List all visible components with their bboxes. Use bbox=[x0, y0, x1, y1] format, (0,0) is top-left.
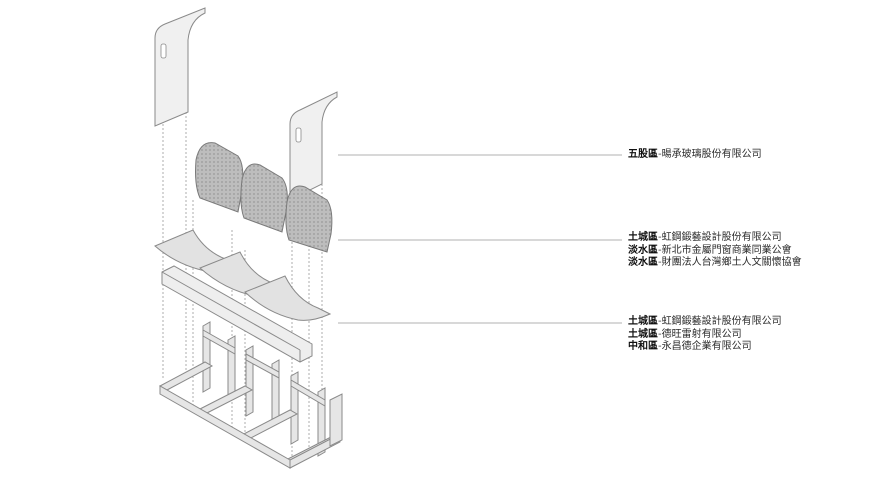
label-row: 土城區-虹鋼鍛藝設計股份有限公司 bbox=[628, 232, 802, 245]
backrest-panel-1 bbox=[154, 7, 206, 127]
district-name: 淡水區 bbox=[628, 244, 658, 256]
backrest-panel-2 bbox=[289, 91, 338, 201]
seat-support-rail bbox=[161, 265, 313, 363]
company-name: 德旺雷射有限公司 bbox=[661, 328, 742, 340]
district-name: 土城區 bbox=[628, 328, 658, 340]
separator: - bbox=[658, 232, 662, 243]
label-row: 土城區-德旺雷射有限公司 bbox=[628, 329, 782, 342]
company-name: 虹鋼鍛藝設計股份有限公司 bbox=[661, 232, 782, 243]
company-name: 永昌德企業有限公司 bbox=[661, 341, 752, 352]
company-name: 財團法人台灣鄉土人文關懷協會 bbox=[661, 257, 802, 268]
district-name: 土城區 bbox=[628, 316, 658, 327]
label-row: 五股區-暘承玻璃股份有限公司 bbox=[628, 149, 762, 162]
separator: - bbox=[658, 328, 662, 340]
separator: - bbox=[658, 257, 662, 268]
separator: - bbox=[658, 244, 662, 256]
label-group-shells: 土城區-虹鋼鍛藝設計股份有限公司 淡水區-新北市金屬門窗商業同業公會 淡水區-財… bbox=[628, 232, 802, 270]
label-row: 中和區-永昌德企業有限公司 bbox=[628, 341, 782, 354]
seat-pans bbox=[154, 229, 332, 321]
separator: - bbox=[658, 316, 662, 327]
company-name: 暘承玻璃股份有限公司 bbox=[661, 149, 762, 160]
district-name: 淡水區 bbox=[628, 257, 658, 268]
steel-frame bbox=[158, 321, 343, 469]
label-group-backrest: 五股區-暘承玻璃股份有限公司 bbox=[628, 149, 762, 162]
company-name: 新北市金屬門窗商業同業公會 bbox=[661, 244, 792, 256]
separator: - bbox=[658, 341, 662, 352]
district-name: 五股區 bbox=[628, 149, 658, 160]
seat-back-shells bbox=[195, 142, 333, 253]
label-row: 淡水區-新北市金屬門窗商業同業公會 bbox=[628, 245, 802, 258]
separator: - bbox=[658, 149, 662, 160]
district-name: 中和區 bbox=[628, 341, 658, 352]
label-row: 土城區-虹鋼鍛藝設計股份有限公司 bbox=[628, 316, 782, 329]
label-row: 淡水區-財團法人台灣鄉土人文關懷協會 bbox=[628, 257, 802, 270]
label-group-frame: 土城區-虹鋼鍛藝設計股份有限公司 土城區-德旺雷射有限公司 中和區-永昌德企業有… bbox=[628, 316, 782, 354]
district-name: 土城區 bbox=[628, 232, 658, 243]
company-name: 虹鋼鍛藝設計股份有限公司 bbox=[661, 316, 782, 327]
